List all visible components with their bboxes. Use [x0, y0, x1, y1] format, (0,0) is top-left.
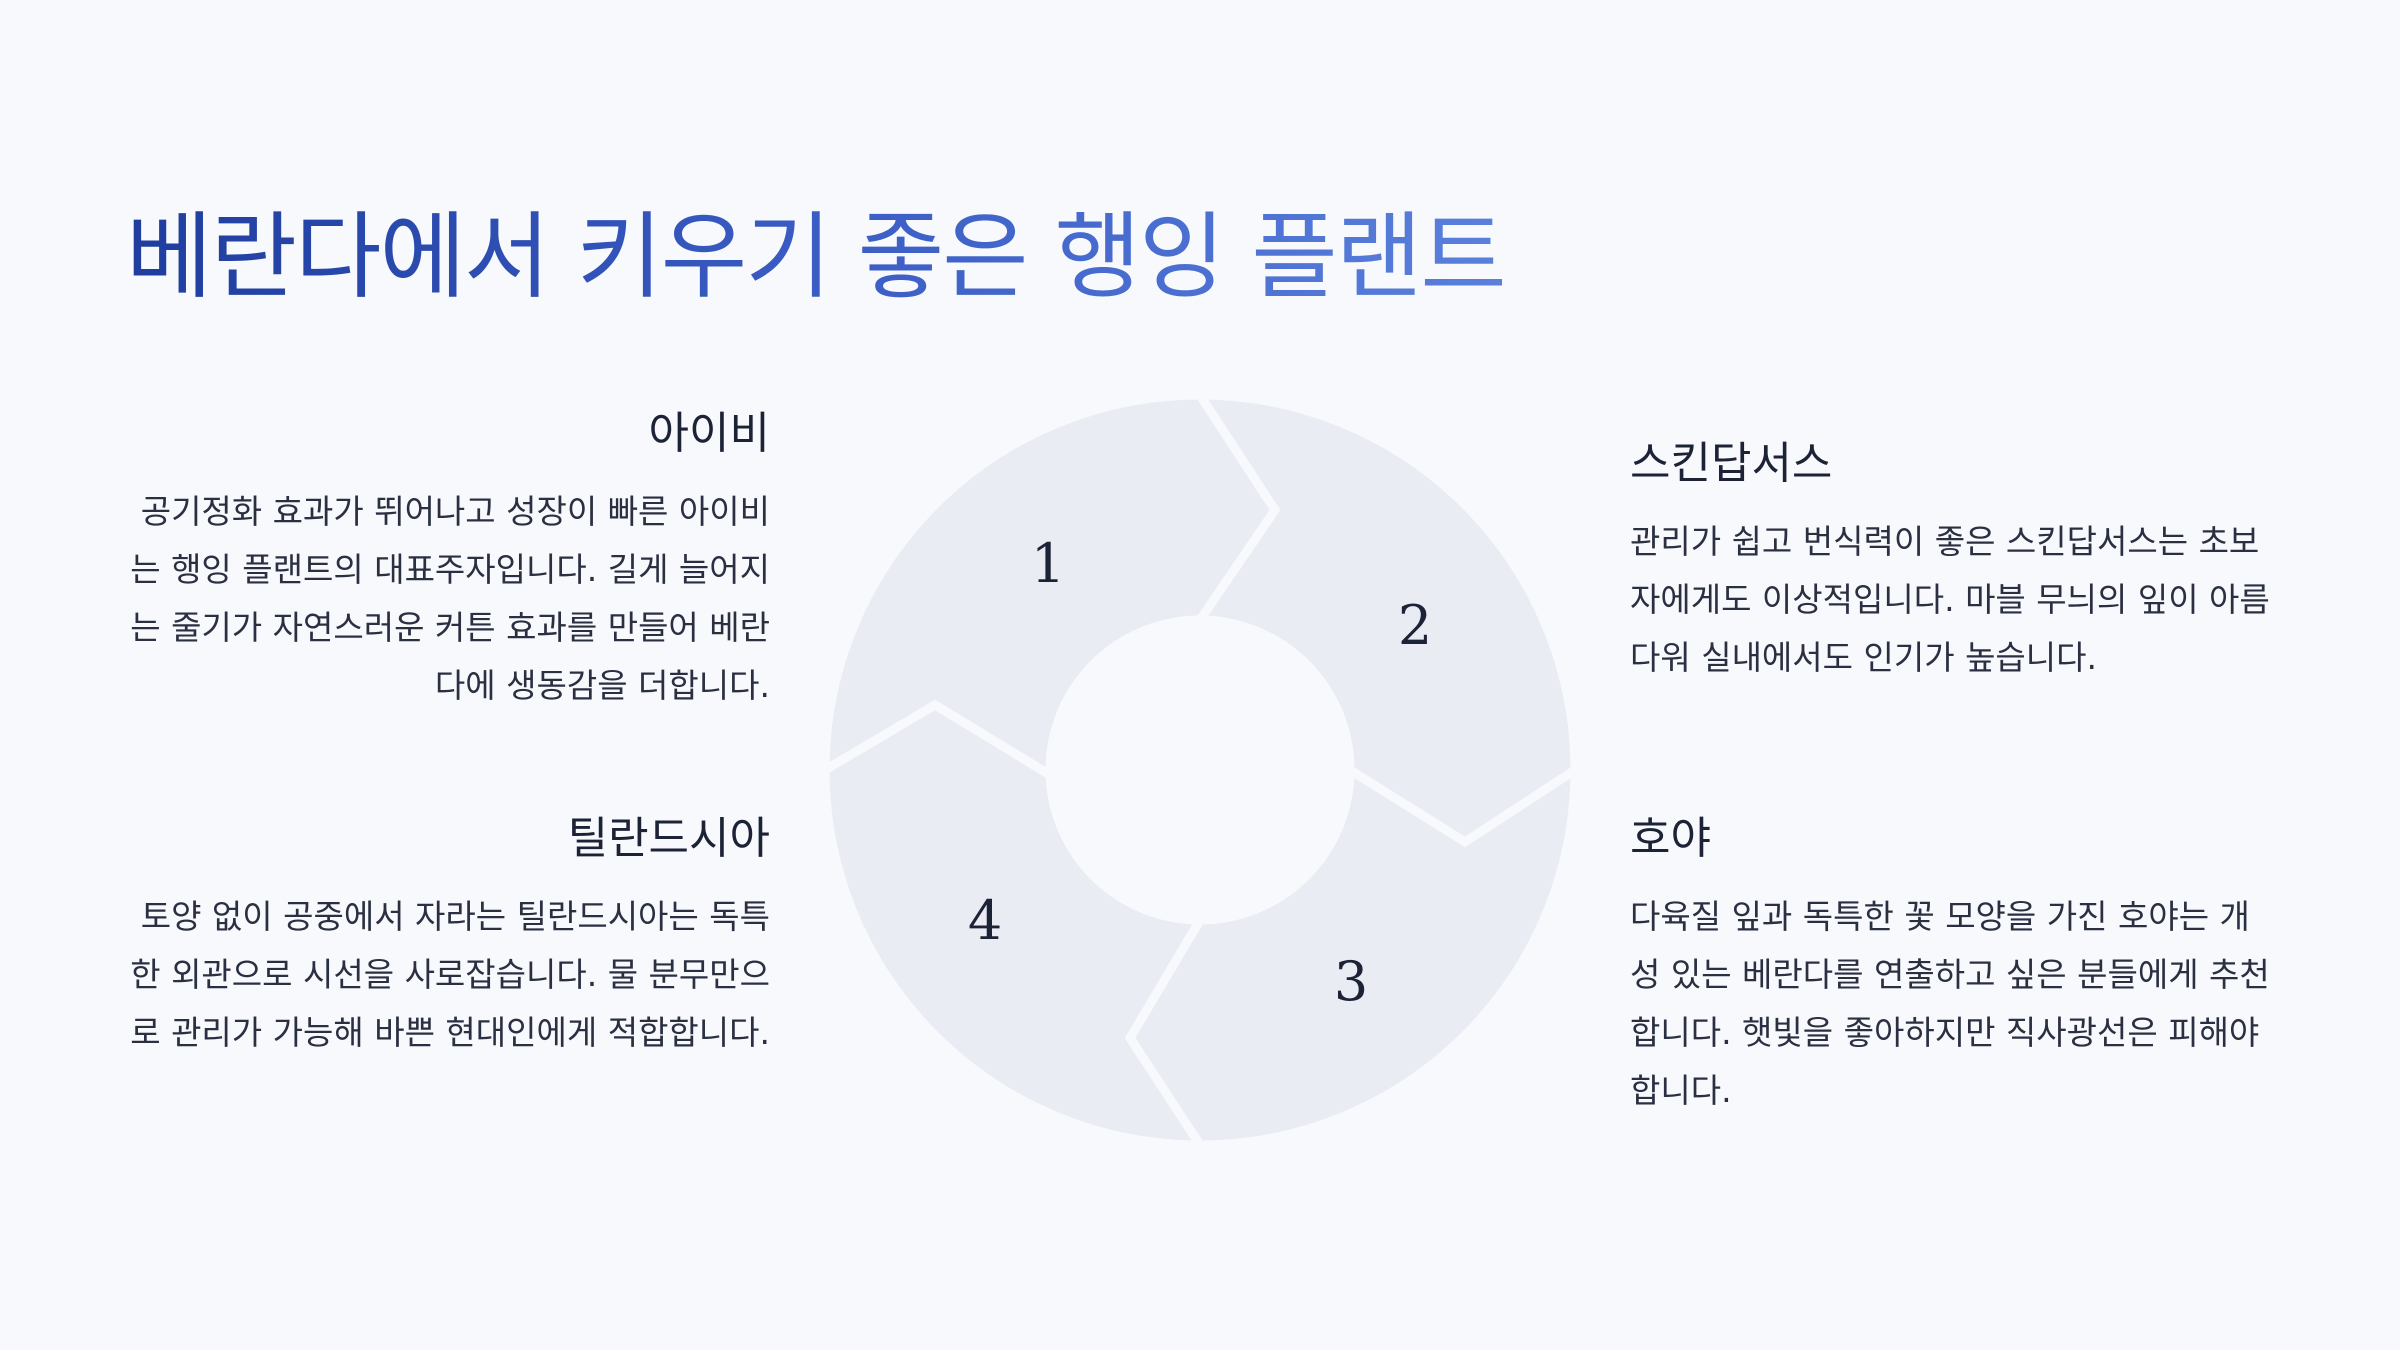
step-2-body: 관리가 쉽고 번식력이 좋은 스킨답서스는 초보자에게도 이상적입니다. 마블 … [1630, 521, 2270, 677]
step-4-body: 토양 없이 공중에서 자라는 틸란드시아는 독특한 외관으로 시선을 사로잡습니… [130, 896, 770, 1052]
step-3-heading: 호야 [1630, 813, 1711, 864]
step-1-number: 1 [1031, 532, 1065, 595]
page-title: 베란다에서 키우기 좋은 행잉 플랜트 [126, 202, 1507, 315]
step-2-text: 스킨답서스 관리가 쉽고 번식력이 좋은 스킨답서스는 초보자에게도 이상적입니… [1630, 438, 2275, 687]
cycle-diagram: 1 2 3 4 [820, 390, 1580, 1150]
step-3-body: 다육질 잎과 독특한 꽃 모양을 가진 호야는 개성 있는 베란다를 연출하고 … [1630, 896, 2270, 1110]
cycle-segment-3 [1124, 761, 1580, 1150]
step-1-body: 공기정화 효과가 뛰어나고 성장이 빠른 아이비는 행잉 플랜트의 대표주자입니… [130, 491, 770, 705]
step-3-text: 호야 다육질 잎과 독특한 꽃 모양을 가진 호야는 개성 있는 베란다를 연출… [1630, 813, 2275, 1120]
cycle-segment-1 [820, 390, 1281, 784]
step-4-number: 4 [968, 889, 1002, 952]
step-4-text: 틸란드시아 토양 없이 공중에서 자라는 틸란드시아는 독특한 외관으로 시선을… [125, 813, 770, 1062]
step-2-number: 2 [1398, 594, 1432, 657]
step-1-heading: 아이비 [648, 408, 770, 459]
step-4-heading: 틸란드시아 [567, 813, 770, 864]
cycle-segment-4 [820, 699, 1209, 1150]
step-1-text: 아이비 공기정화 효과가 뛰어나고 성장이 빠른 아이비는 행잉 플랜트의 대표… [125, 408, 770, 715]
cycle-segment-2 [1191, 390, 1580, 848]
step-3-number: 3 [1334, 950, 1368, 1013]
step-2-heading: 스킨답서스 [1630, 438, 1833, 489]
